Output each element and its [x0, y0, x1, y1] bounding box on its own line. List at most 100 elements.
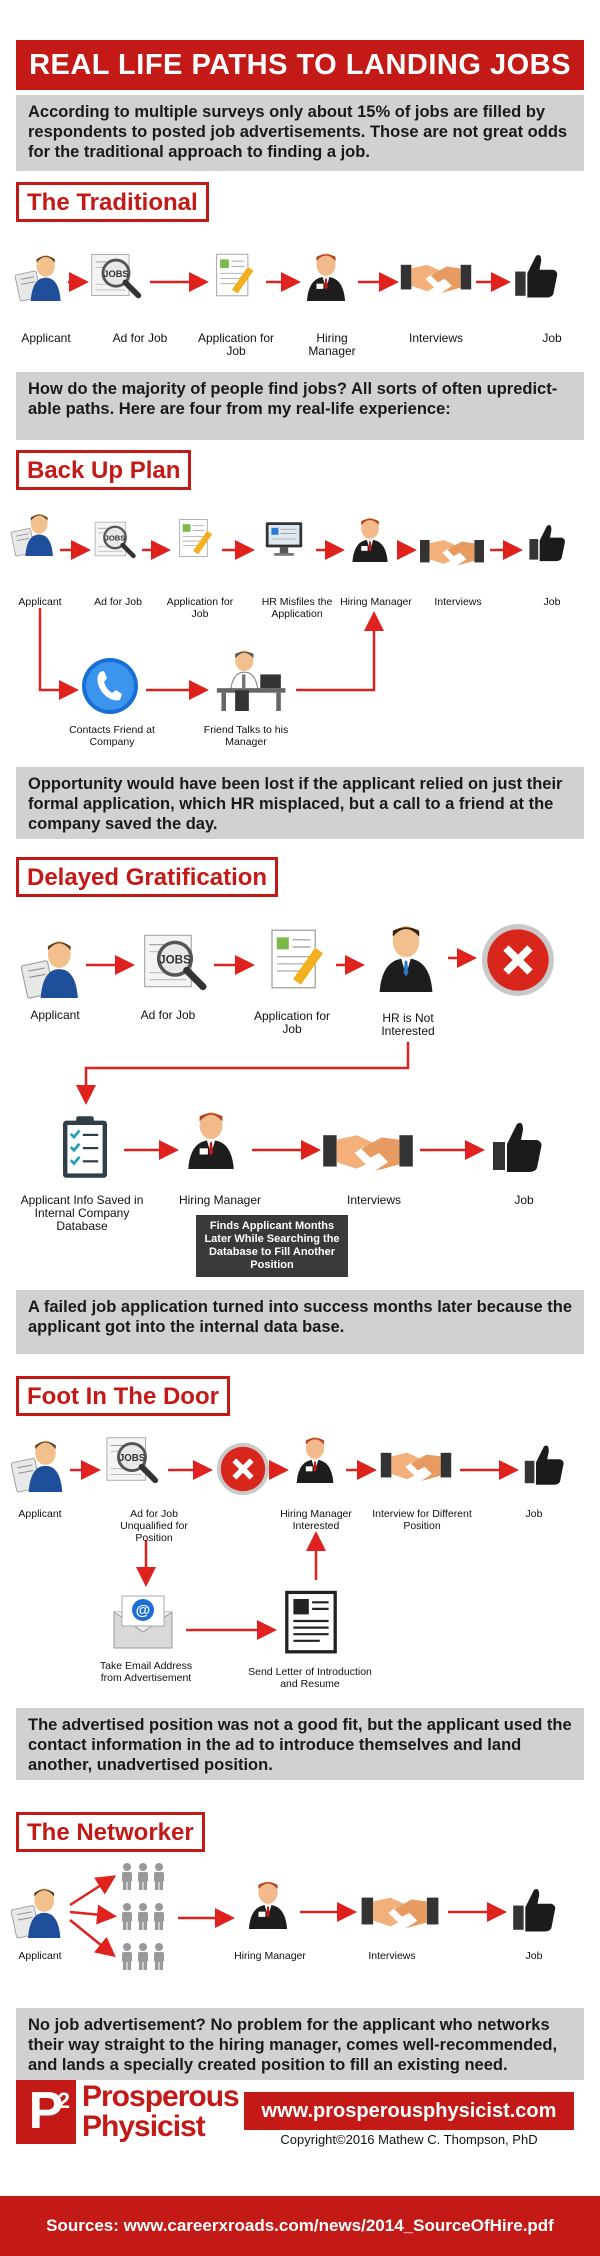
- person-icon: [152, 1942, 166, 1970]
- ad-icon: JOBS: [140, 925, 210, 997]
- flow-label: Interviews: [408, 331, 464, 345]
- hiring-manager-icon: [290, 1428, 340, 1488]
- flow-label: Applicant Info Saved in Internal Company…: [20, 1193, 144, 1233]
- svg-text:JOBS: JOBS: [159, 953, 191, 966]
- flow-label: Hiring Manager: [340, 596, 412, 608]
- person-icon: [152, 1902, 166, 1930]
- flow-label: Interviews: [434, 596, 482, 608]
- svg-text:JOBS: JOBS: [105, 534, 126, 543]
- database-note: Finds Applicant Months Later While Searc…: [196, 1215, 348, 1277]
- backup-summary: Opportunity would have been lost if the …: [16, 767, 584, 839]
- flow-label: Application for Job: [253, 1009, 331, 1036]
- person-icon: [136, 1942, 150, 1970]
- copyright-text: Copyright©2016 Mathew C. Thompson, PhD: [280, 2132, 538, 2147]
- flow-label: Interviews: [346, 1193, 402, 1207]
- ad-icon: JOBS: [88, 246, 144, 304]
- flow-label: Ad for Job: [112, 331, 168, 345]
- flow-label: Contacts Friend at Company: [69, 724, 155, 748]
- person-icon: [120, 1902, 134, 1930]
- flow-label: Send Letter of Introduction and Resume: [248, 1666, 372, 1690]
- arrow: [69, 1875, 117, 1907]
- person-icon: [136, 1902, 150, 1930]
- thumbs-up-icon: [524, 520, 570, 564]
- flow-label: Hiring Manager: [178, 1193, 262, 1207]
- database-clipboard-icon: [52, 1110, 118, 1184]
- hr-person-icon: [370, 916, 442, 996]
- application-icon: [208, 246, 260, 304]
- section-title-delayed: Delayed Gratification: [16, 857, 279, 897]
- section-title-networker: The Networker: [16, 1812, 205, 1852]
- flow-label: Ad for Job Unqualified for Position: [120, 1508, 188, 1544]
- flow-label: Application for Job: [197, 331, 275, 358]
- handshake-icon: [322, 1124, 414, 1180]
- arrow: [69, 1904, 117, 1925]
- hiring-manager-icon: [300, 246, 352, 304]
- flow-label: Friend Talks to his Manager: [203, 724, 289, 748]
- ad-icon: JOBS: [102, 1430, 162, 1488]
- flow-label: Job: [543, 596, 561, 608]
- email-icon: @: [106, 1592, 180, 1652]
- rejected-icon: [478, 920, 558, 1000]
- handshake-icon: [358, 1888, 442, 1936]
- svg-text:@: @: [136, 1602, 151, 1619]
- sources-link[interactable]: Sources: www.careerxroads.com/news/2014_…: [0, 2196, 600, 2256]
- applicant-icon: [10, 1880, 64, 1942]
- application-icon: [260, 920, 332, 998]
- flow-label: Applicant: [18, 596, 62, 608]
- section-title-foot: Foot In The Door: [16, 1376, 230, 1416]
- thumbs-up-icon: [520, 1436, 568, 1492]
- handshake-icon: [378, 1444, 454, 1488]
- flow-label: Interview for Different Position: [372, 1508, 472, 1532]
- page-title: REAL LIFE PATHS TO LANDING JOBS: [16, 40, 584, 90]
- application-icon: [172, 512, 218, 564]
- hiring-manager-icon: [180, 1098, 242, 1178]
- person-icon: [136, 1862, 150, 1890]
- handshake-icon: [418, 532, 486, 572]
- networker-summary: No job advertisement? No problem for the…: [16, 2008, 584, 2080]
- flow-label: HR Misfiles the Application: [261, 596, 333, 620]
- person-icon: [152, 1862, 166, 1890]
- website-link[interactable]: www.prosperousphysicist.com: [244, 2092, 574, 2130]
- letter-icon: [278, 1586, 344, 1656]
- intro-text: According to multiple surveys only about…: [16, 95, 584, 171]
- svg-text:JOBS: JOBS: [119, 1453, 146, 1464]
- ad-icon: JOBS: [92, 516, 138, 562]
- rejected-icon: [214, 1440, 272, 1498]
- flow-label: Hiring Manager: [308, 331, 356, 358]
- flow-label: Interviews: [368, 1950, 416, 1962]
- flow-label: Ad for Job: [94, 596, 142, 608]
- applicant-icon: [10, 508, 56, 558]
- transition-text: How do the majority of people find jobs?…: [16, 372, 584, 440]
- thumbs-up-icon: [510, 246, 562, 304]
- flow-label: Applicant: [18, 1950, 62, 1962]
- flow-label: Job: [525, 1508, 543, 1520]
- handshake-icon: [400, 256, 472, 300]
- flow-label: Applicant: [21, 331, 71, 345]
- section-title-traditional: The Traditional: [16, 182, 209, 222]
- flow-label: Applicant: [30, 1008, 80, 1022]
- flow-label: Hiring Manager Interested: [280, 1508, 352, 1532]
- flow-label: HR is Not Interested: [381, 1011, 435, 1038]
- hr-computer-icon: [256, 518, 312, 560]
- applicant-icon: [20, 935, 82, 999]
- delayed-summary: A failed job application turned into suc…: [16, 1290, 584, 1354]
- svg-text:JOBS: JOBS: [103, 269, 128, 279]
- flow-label: Job: [542, 331, 562, 345]
- foot-summary: The advertised position was not a good f…: [16, 1708, 584, 1780]
- flow-label: Take Email Address from Advertisement: [99, 1660, 193, 1684]
- phone-icon: [80, 656, 140, 716]
- friend-at-desk-icon: [210, 644, 290, 714]
- arrow: [296, 611, 384, 692]
- flow-label: Hiring Manager: [234, 1950, 306, 1962]
- flow-label: Ad for Job: [140, 1008, 196, 1022]
- arrow: [76, 1042, 410, 1105]
- hiring-manager-icon: [242, 1872, 294, 1934]
- hiring-manager-icon: [346, 512, 394, 564]
- person-icon: [120, 1862, 134, 1890]
- thumbs-up-icon: [508, 1880, 560, 1938]
- applicant-icon: [14, 248, 64, 304]
- arrow: [69, 1919, 116, 1958]
